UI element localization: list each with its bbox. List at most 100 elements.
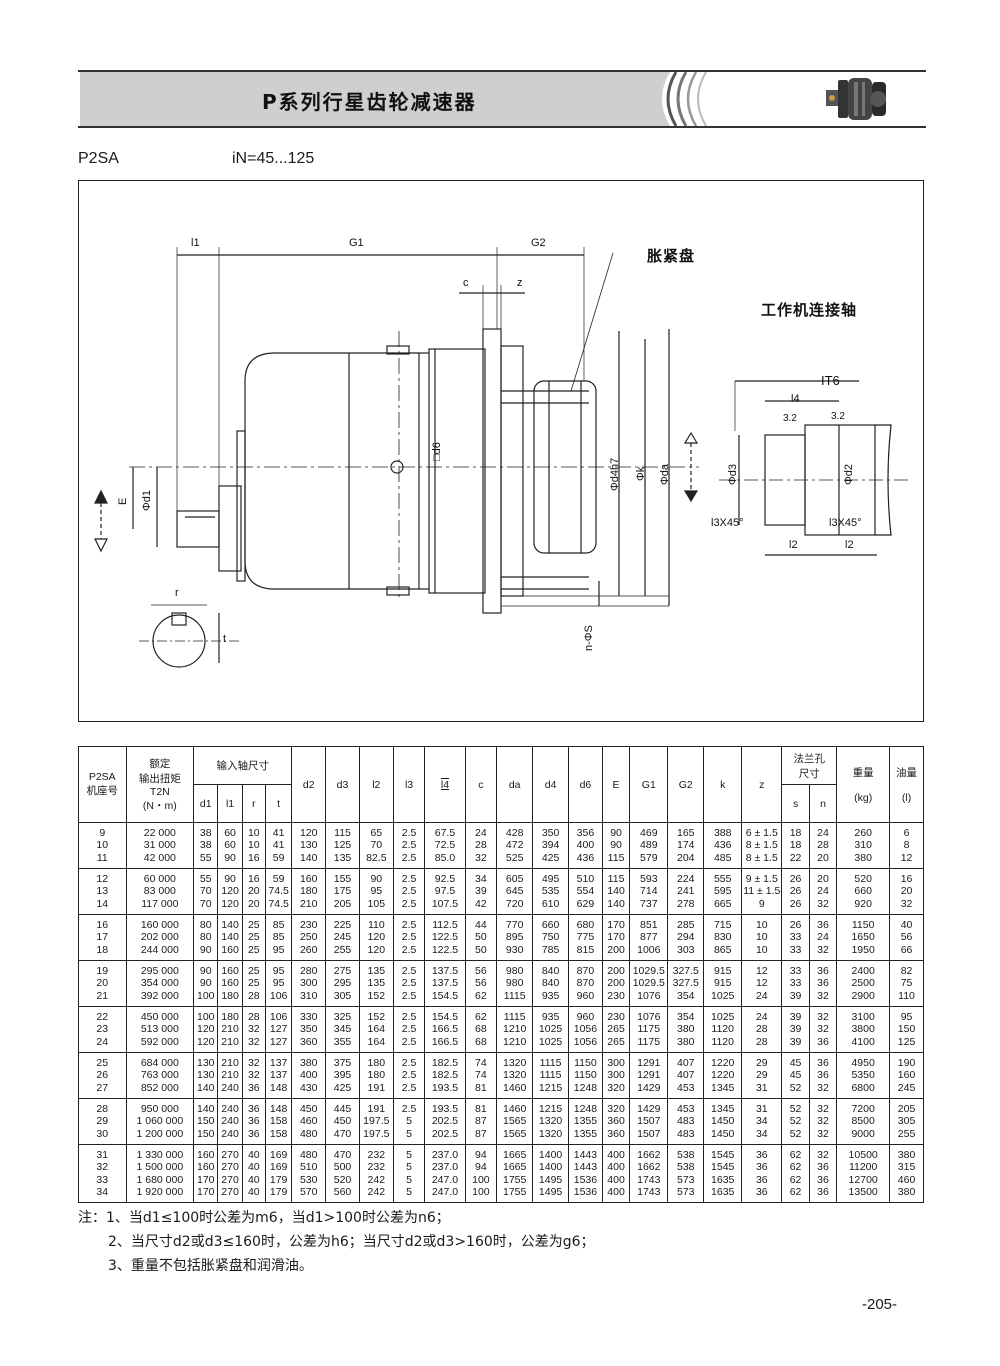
label-z: z — [517, 277, 523, 289]
label-l1: l1 — [191, 237, 200, 249]
table-cell: 52 52 52 — [781, 1098, 810, 1145]
table-cell: 680 775 815 — [568, 914, 603, 961]
table-cell: 160 000 202 000 244 000 — [125, 914, 195, 961]
table-cell: 1291 1291 1429 — [629, 1052, 669, 1099]
table-cell: 407 407 453 — [667, 1052, 705, 1099]
header-top-rule — [78, 70, 926, 72]
table-cell: 2400 2500 2900 — [836, 960, 891, 1007]
table-cell: 770 895 930 — [496, 914, 534, 961]
label-c: c — [463, 277, 469, 289]
table-cell: 1220 1220 1345 — [703, 1052, 743, 1099]
table-cell: 605 645 720 — [496, 868, 534, 915]
table-cell: 280 300 310 — [291, 960, 327, 1007]
notes: 注：1、当d1≤100时公差为m6，当d1>100时公差为n6； 2、当尺寸d2… — [78, 1206, 595, 1278]
spec-table-body: 9 10 11 22 000 31 000 42 000 38 38 55 60… — [78, 822, 924, 1203]
table-cell: 36 36 32 — [808, 960, 838, 1007]
table-cell: 165 174 204 — [667, 822, 705, 869]
table-cell: 19 20 21 — [78, 960, 127, 1007]
table-cell: 28 29 30 — [78, 1098, 127, 1145]
header-stripes — [650, 72, 707, 126]
table-row: 19 20 21 295 000 354 000 392 000 90 90 1… — [78, 960, 924, 1007]
table-cell: 24 28 32 — [464, 822, 498, 869]
label-d4: Φd4h7 — [609, 457, 621, 491]
table-cell: 36 24 32 — [808, 914, 838, 961]
th-z: z — [741, 746, 783, 823]
table-cell: 1150 1150 1248 — [568, 1052, 603, 1099]
table-cell: 388 436 485 — [703, 822, 743, 869]
table-cell: 22 000 31 000 42 000 — [125, 822, 195, 869]
table-cell: 32 32 36 — [808, 1006, 838, 1053]
label-machine-shaft: 工作机连接轴 — [761, 301, 858, 319]
table-cell: 1076 1175 1175 — [629, 1006, 669, 1053]
table-cell: 44 50 50 — [464, 914, 498, 961]
table-cell: 380 400 430 — [291, 1052, 327, 1099]
table-cell: 1025 1120 1120 — [703, 1006, 743, 1053]
table-cell: 285 294 303 — [667, 914, 705, 961]
table-cell: 106 127 127 — [264, 1006, 293, 1053]
table-cell: 31 34 34 — [741, 1098, 783, 1145]
table-cell: 112.5 122.5 122.5 — [424, 914, 466, 961]
table-cell: 180 180 191 — [358, 1052, 394, 1099]
table-cell: 160 180 210 — [291, 868, 327, 915]
table-cell: 375 395 425 — [325, 1052, 360, 1099]
table-cell: 555 595 665 — [703, 868, 743, 915]
table-cell: 160 160 180 — [217, 960, 243, 1007]
th-c: c — [464, 746, 498, 823]
drawing-lines — [94, 247, 909, 668]
table-cell: 32 32 32 — [808, 1098, 838, 1145]
th-flange-hole: 法兰孔 尺寸 — [781, 746, 838, 785]
header-band — [80, 72, 662, 126]
table-cell: 270 270 270 270 — [217, 1144, 243, 1203]
table-cell: 40 56 66 — [889, 914, 924, 961]
table-cell: 170 170 200 — [601, 914, 631, 961]
table-cell: 90 95 105 — [358, 868, 394, 915]
table-cell: 154.5 166.5 166.5 — [424, 1006, 466, 1053]
table-cell: 870 870 960 — [568, 960, 603, 1007]
table-cell: 715 830 865 — [703, 914, 743, 961]
ratio-label: iN=45...125 — [232, 150, 315, 167]
table-cell: 55 70 70 — [193, 868, 219, 915]
table-cell: 1029.5 1029.5 1076 — [629, 960, 669, 1007]
table-cell: 100 120 120 — [193, 1006, 219, 1053]
table-cell: 36 36 36 36 — [741, 1144, 783, 1203]
table-cell: 200 200 230 — [601, 960, 631, 1007]
technical-drawing: l1 G1 G2 c z 胀紧盘 工作机连接轴 IT6 l4 3.2 3.2 □… — [78, 180, 924, 722]
table-cell: 445 450 470 — [325, 1098, 360, 1145]
table-cell: 935 1025 1025 — [532, 1006, 570, 1053]
table-cell: 350 394 425 — [532, 822, 570, 869]
table-cell: 34 39 42 — [464, 868, 498, 915]
table-row: 16 17 18 160 000 202 000 244 000 80 80 9… — [78, 914, 924, 961]
th-l2: l2 — [358, 746, 394, 823]
label-d2: Φd2 — [843, 463, 855, 485]
table-cell: 193.5 202.5 202.5 — [424, 1098, 466, 1145]
label-t: t — [223, 633, 227, 645]
table-cell: 480 510 530 570 — [291, 1144, 327, 1203]
table-cell: 152 164 164 — [358, 1006, 394, 1053]
table-cell: 25 25 25 — [241, 914, 266, 961]
table-cell: 400 400 400 400 — [601, 1144, 631, 1203]
th-d4: d4 — [532, 746, 570, 823]
model-label: P2SA — [78, 150, 119, 167]
table-cell: 26 26 26 — [781, 868, 810, 915]
table-cell: 10500 11200 12700 13500 — [836, 1144, 891, 1203]
table-cell: 62 68 68 — [464, 1006, 498, 1053]
table-cell: 1429 1507 1507 — [629, 1098, 669, 1145]
table-cell: 205 305 255 — [889, 1098, 924, 1145]
label-roughness-a: 3.2 — [783, 413, 797, 424]
table-cell: 1320 1320 1460 — [496, 1052, 534, 1099]
label-l2-left: l2 — [789, 539, 798, 551]
th-t: t — [264, 784, 293, 823]
table-cell: 81 87 87 — [464, 1098, 498, 1145]
table-cell: 260 310 380 — [836, 822, 891, 869]
label-d1: Φd1 — [141, 489, 153, 511]
label-k: Φk — [635, 466, 647, 481]
th-oil: 油量 (l) — [889, 746, 924, 823]
table-cell: 380 315 460 380 — [889, 1144, 924, 1203]
label-n-s: n-ΦS — [583, 625, 595, 651]
label-d3: Φd3 — [727, 463, 739, 485]
table-cell: 190 160 245 — [889, 1052, 924, 1099]
table-cell: 1150 1650 1950 — [836, 914, 891, 961]
table-cell: 56 56 62 — [464, 960, 498, 1007]
table-cell: 1400 1400 1495 1495 — [532, 1144, 570, 1203]
table-cell: 1443 1443 1536 1536 — [568, 1144, 603, 1203]
